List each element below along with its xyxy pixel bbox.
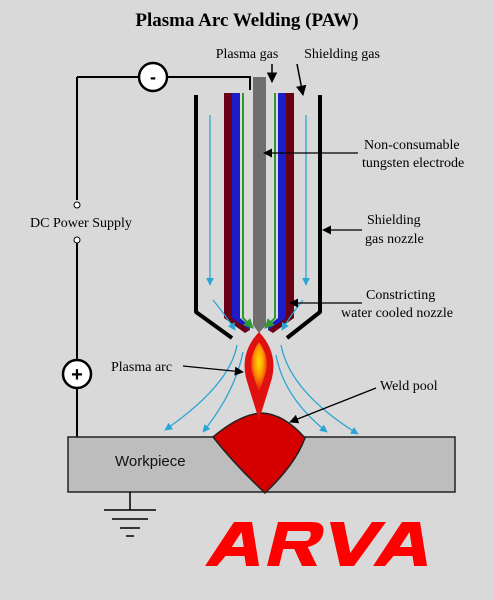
minus-terminal-icon: - xyxy=(137,61,169,93)
diagram-title: Plasma Arc Welding (PAW) xyxy=(135,10,358,31)
constricting-label-line2: water cooled nozzle xyxy=(341,306,453,321)
shielding-gas-arrow xyxy=(296,63,307,97)
power-supply-label: DC Power Supply xyxy=(30,216,132,231)
shielding-gas-label: Shielding gas xyxy=(304,47,380,62)
tungsten-electrode xyxy=(253,77,266,333)
plasma-arc-arrow xyxy=(182,365,244,376)
weld-pool xyxy=(211,412,306,495)
electrode-label-line1: Non-consumable xyxy=(364,138,460,153)
shield-nozzle-label-line1: Shielding xyxy=(367,213,421,228)
svg-text:-: - xyxy=(150,67,156,87)
plus-terminal-icon: + xyxy=(61,358,93,390)
electrode-label-line2: tungsten electrode xyxy=(362,156,464,171)
shielding-gas-nozzle xyxy=(194,95,322,340)
ground-icon xyxy=(104,492,156,537)
plasma-gas-label: Plasma gas xyxy=(216,47,279,62)
supply-terminal-bottom xyxy=(73,236,81,244)
weld-pool-label: Weld pool xyxy=(380,379,438,394)
shield-nozzle-label-line2: gas nozzle xyxy=(365,232,424,247)
plasma-arc-label: Plasma arc xyxy=(111,360,172,375)
plasma-arc xyxy=(244,332,274,420)
plasma-gas-flow xyxy=(242,93,276,329)
power-circuit xyxy=(76,76,251,438)
svg-text:+: + xyxy=(71,364,83,386)
arva-logo xyxy=(205,522,428,566)
supply-terminal-top xyxy=(73,201,81,209)
workpiece-label: Workpiece xyxy=(115,453,186,470)
constricting-label-line1: Constricting xyxy=(366,288,435,303)
weld-pool-arrow xyxy=(289,387,377,424)
